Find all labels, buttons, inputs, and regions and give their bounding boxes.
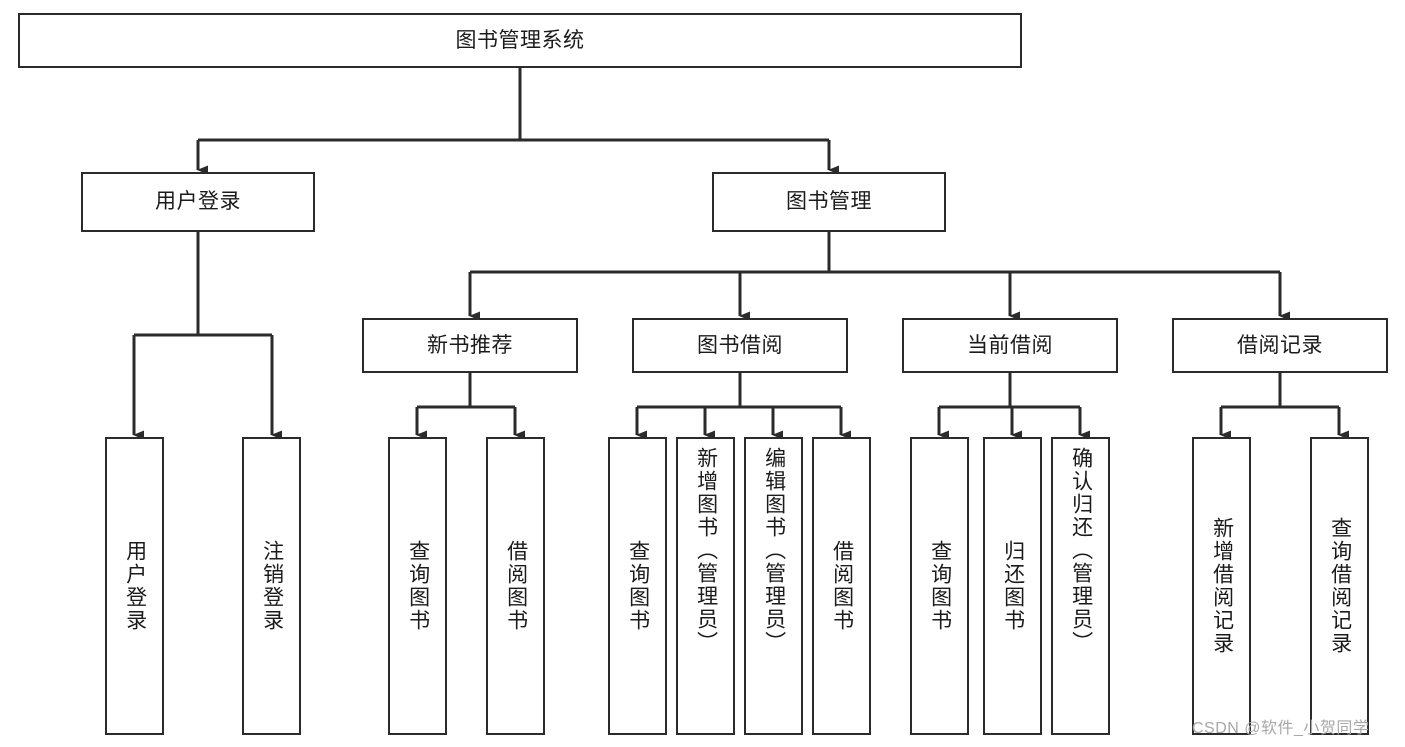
node-label: 新增图书（管理员）: [694, 447, 718, 654]
node-label: 归还图书: [1001, 540, 1025, 632]
node-label: 图书管理系统: [455, 28, 585, 52]
node-book-borrow: 图书借阅: [632, 318, 848, 373]
node-current-borrow: 当前借阅: [902, 318, 1118, 373]
node-label: 图书管理: [786, 190, 872, 214]
node-label: 当前借阅: [967, 333, 1053, 357]
node-leaf-confirm-return: 确认归还（管理员）: [1051, 437, 1110, 735]
node-label: 确认归还（管理员）: [1069, 447, 1093, 654]
node-label: 新增借阅记录: [1210, 517, 1234, 655]
node-label: 查询图书: [406, 540, 430, 632]
node-label: 借阅记录: [1237, 333, 1323, 357]
node-label: 编辑图书（管理员）: [762, 447, 786, 654]
node-user-login: 用户登录: [81, 172, 315, 232]
node-label: 查询图书: [928, 540, 952, 632]
node-leaf-logout: 注销登录: [242, 437, 301, 735]
node-label: 用户登录: [155, 190, 241, 214]
node-leaf-query-book-2: 查询图书: [608, 437, 667, 735]
node-root: 图书管理系统: [18, 13, 1022, 68]
csdn-watermark: CSDN @软件_小贺同学: [1192, 720, 1370, 737]
node-leaf-borrow-book-1: 借阅图书: [486, 437, 545, 735]
node-leaf-borrow-book-2: 借阅图书: [812, 437, 871, 735]
node-label: 用户登录: [123, 540, 147, 632]
node-leaf-query-book-3: 查询图书: [910, 437, 969, 735]
node-leaf-return-book: 归还图书: [983, 437, 1042, 735]
node-leaf-user-login: 用户登录: [105, 437, 164, 735]
node-leaf-query-record: 查询借阅记录: [1310, 437, 1369, 735]
node-leaf-query-book-1: 查询图书: [388, 437, 447, 735]
connector-lines: [132, 68, 1349, 440]
node-label: 借阅图书: [504, 540, 528, 632]
node-label: 查询借阅记录: [1328, 517, 1352, 655]
node-leaf-add-book: 新增图书（管理员）: [676, 437, 735, 735]
node-label: 图书借阅: [697, 333, 783, 357]
node-book-manage: 图书管理: [712, 172, 946, 232]
node-borrow-record: 借阅记录: [1172, 318, 1388, 373]
node-leaf-add-record: 新增借阅记录: [1192, 437, 1251, 735]
node-label: 注销登录: [260, 540, 284, 632]
node-new-book-rec: 新书推荐: [362, 318, 578, 373]
node-label: 查询图书: [626, 540, 650, 632]
node-leaf-edit-book: 编辑图书（管理员）: [744, 437, 803, 735]
node-label: 借阅图书: [830, 540, 854, 632]
node-label: 新书推荐: [427, 333, 513, 357]
